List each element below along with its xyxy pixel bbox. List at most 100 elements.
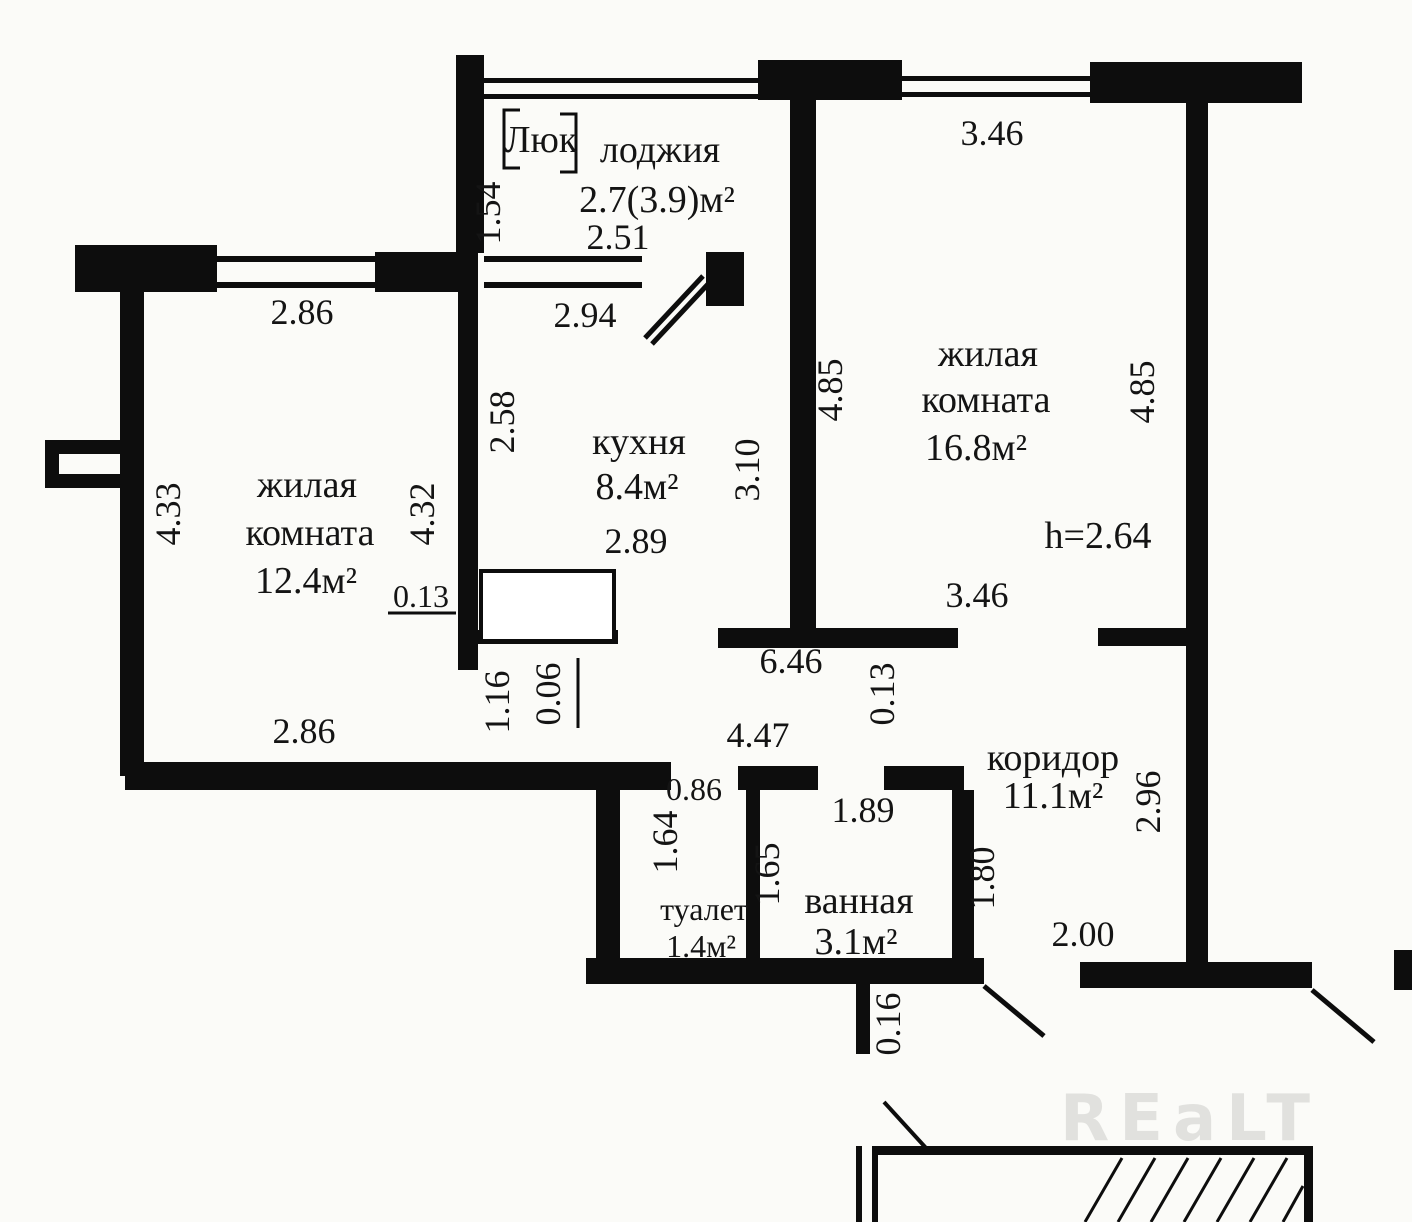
- room-labels: Люк лоджия 2.7(3.9)м² жилая комната 16.8…: [245, 119, 1151, 964]
- loggia-railing-line2: [484, 94, 762, 99]
- wall-right-edge-block: [1394, 950, 1412, 990]
- wall-bump-bottom: [45, 474, 127, 488]
- dim-toilet-door: 0.86: [666, 771, 722, 807]
- doors-and-details: [388, 108, 1376, 1044]
- wall-bump-left: [45, 440, 59, 488]
- wall-mid-bottom-right: [1098, 628, 1188, 646]
- wall-door-corner: [706, 252, 744, 306]
- dim-room-left-bottom: 2.86: [273, 711, 336, 751]
- loggia-door-leaf-1: [643, 274, 705, 340]
- hatch-bracket-right: [560, 112, 578, 174]
- stair-tread-3: [1149, 1157, 1190, 1222]
- wall-kitchen-left: [458, 252, 478, 670]
- dim-left-window: 2.86: [271, 292, 334, 332]
- stair-diagonal: [882, 1100, 928, 1150]
- loggia-railing-line1: [484, 78, 762, 83]
- stair-tread-7: [1281, 1185, 1305, 1222]
- wall-left-exterior: [120, 282, 144, 776]
- living-right-name-2: комната: [921, 379, 1050, 421]
- stair-tread-1: [1083, 1157, 1124, 1222]
- dim-corridor-bottom: 2.00: [1052, 914, 1115, 954]
- dim-corridor-width: 4.47: [727, 715, 790, 755]
- wall-bump-top: [45, 440, 127, 454]
- wall-toilet-left: [596, 790, 620, 974]
- windows: [217, 76, 1090, 288]
- loggia-name: лоджия: [600, 129, 720, 171]
- outer-door-leaf: [1310, 988, 1376, 1044]
- top-window-line1: [900, 76, 1090, 81]
- dim-shaft-left: 1.16: [477, 671, 517, 734]
- living-right-name-1: жилая: [937, 333, 1038, 375]
- dim-room-left-left-side: 4.33: [148, 483, 188, 546]
- staircase: [856, 1100, 1313, 1222]
- stair-wall-left-1: [856, 1146, 862, 1222]
- wall-top-2: [1090, 62, 1302, 103]
- wall-toilet-bath-divider: [746, 790, 760, 968]
- loggia-area: 2.7(3.9)м²: [579, 179, 735, 221]
- dim-kitchen-right: 3.10: [727, 439, 767, 502]
- kitchen-name: кухня: [592, 421, 686, 463]
- dim-bathroom-width: 1.89: [832, 790, 895, 830]
- dim-kitchen-top: 2.94: [554, 295, 617, 335]
- dim-bathroom-right: 1.80: [962, 847, 1002, 910]
- stair-tread-2: [1116, 1157, 1157, 1222]
- toilet-area: 1.4м²: [666, 928, 736, 964]
- wall-mid-bottom: [718, 628, 958, 648]
- left-window-line2: [217, 282, 375, 288]
- wall-topleft-block: [75, 245, 217, 292]
- kitchen-area: 8.4м²: [596, 466, 679, 508]
- dim-room-right-left-side: 4.85: [810, 359, 850, 422]
- kitchen-window-line2: [484, 282, 642, 288]
- top-window-line2: [900, 92, 1090, 97]
- dim-corridor-top: 6.46: [760, 641, 823, 681]
- dim-wall-gap: 0.13: [862, 663, 902, 726]
- corridor-name: коридор: [987, 737, 1119, 779]
- ceiling-height-label: h=2.64: [1045, 515, 1152, 557]
- dim-top-window: 3.46: [961, 113, 1024, 153]
- dim-corridor-right: 2.96: [1128, 771, 1168, 834]
- stair-tread-6: [1248, 1157, 1289, 1222]
- walls: [45, 55, 1412, 1054]
- dimension-labels-horizontal: 2.51 3.46 2.86 2.94 2.89 0.13 3.46 6.46 …: [271, 113, 1115, 954]
- wall-bath-bottom: [586, 958, 984, 984]
- dim-wall-stub: 0.16: [868, 993, 908, 1056]
- dim-toilet-depth: 1.64: [645, 811, 685, 874]
- dim-room-right-bottom: 3.46: [946, 575, 1009, 615]
- wall-top-1: [758, 60, 902, 100]
- left-window-line1: [217, 256, 375, 262]
- vent-shaft: [479, 569, 616, 643]
- corridor-area: 11.1м²: [1003, 775, 1104, 817]
- bathroom-area: 3.1м²: [815, 921, 898, 963]
- wall-corridor-bottom: [1080, 962, 1312, 988]
- stair-tread-4: [1182, 1157, 1223, 1222]
- kitchen-window-line1: [484, 256, 642, 262]
- dim-shaft-gap: 0.06: [528, 663, 568, 726]
- stair-wall-left-2: [872, 1146, 878, 1222]
- living-left-name-2: комната: [245, 512, 374, 554]
- wall-leftroom-bottom: [125, 762, 671, 790]
- wall-leftroom-top: [375, 252, 460, 292]
- wall-rightroom-left: [790, 98, 816, 647]
- living-left-area: 12.4м²: [255, 560, 357, 602]
- wall-stub: [856, 984, 870, 1054]
- stair-wall-right: [1304, 1146, 1313, 1222]
- hatch-label: Люк: [505, 119, 578, 161]
- dim-loggia-width: 2.51: [587, 217, 650, 257]
- wall-bath-right: [952, 790, 974, 974]
- dim-loggia-depth: 1.54: [468, 182, 508, 245]
- dim-kitchen-left: 2.58: [482, 391, 522, 454]
- hatch-bracket-left: [502, 108, 520, 170]
- entry-door-leaf: [982, 984, 1046, 1038]
- dimension-labels-vertical: 1.54 2.58 3.10 4.85 4.85 4.33 4.32 1.16 …: [148, 182, 1168, 1056]
- wall-bath-top-1: [738, 766, 818, 790]
- dim-kitchen-width: 2.89: [605, 521, 668, 561]
- wall-right-exterior: [1186, 103, 1208, 975]
- stair-tread-5: [1215, 1157, 1256, 1222]
- dim-room-right-right-side: 4.85: [1122, 361, 1162, 424]
- bathroom-name: ванная: [804, 880, 913, 922]
- wall-loggia-left: [456, 55, 484, 253]
- dim-shaft-depth: 0.13: [393, 578, 449, 614]
- toilet-name: туалет: [660, 891, 748, 927]
- loggia-door-leaf-2: [650, 280, 712, 346]
